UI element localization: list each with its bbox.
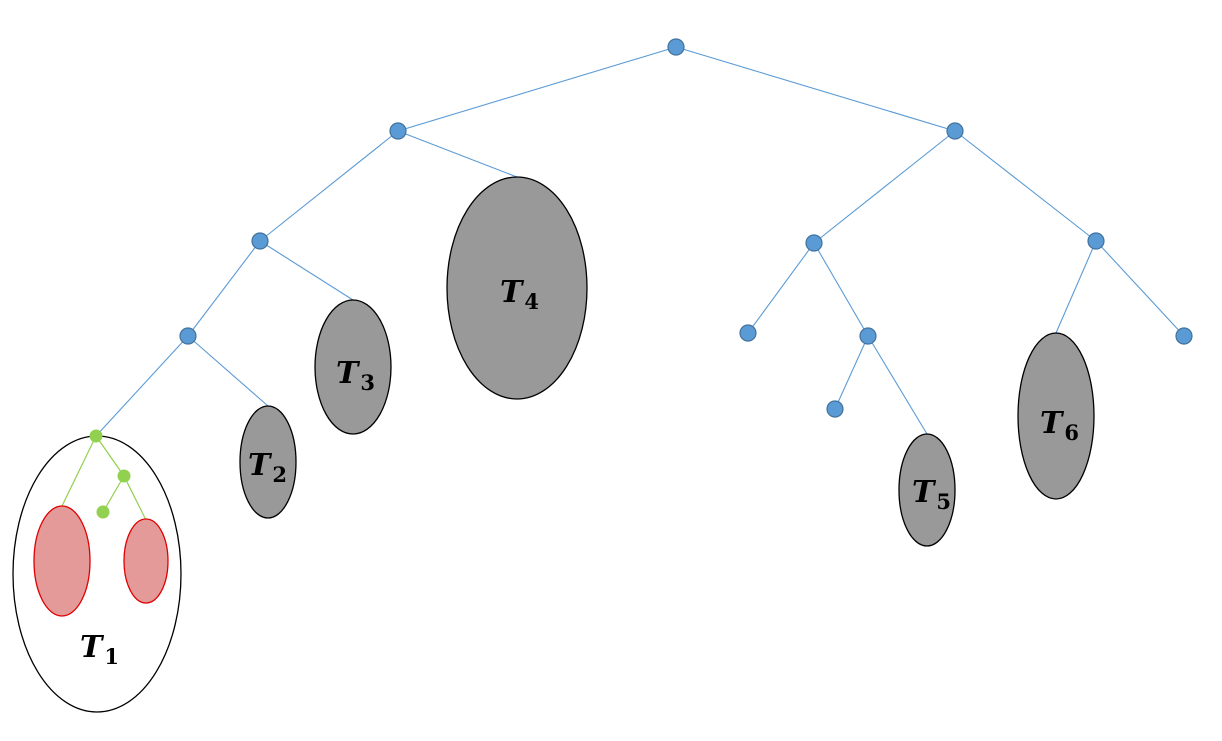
tree-node xyxy=(389,122,407,140)
subtree-t5-label: T5 xyxy=(912,475,951,514)
subtree-t2: T2 xyxy=(239,405,297,519)
tree-node xyxy=(946,122,964,140)
tree-node xyxy=(739,324,757,342)
tree-edges xyxy=(95,46,1185,437)
subtree-t1-label: T1 xyxy=(80,630,119,669)
tree-node xyxy=(667,38,685,56)
inner-node xyxy=(117,469,131,483)
tree-node xyxy=(805,234,823,252)
tree-edge xyxy=(1095,240,1185,337)
subtree-t2-label: T2 xyxy=(248,448,287,487)
tree-node xyxy=(1175,327,1193,345)
tree-edge xyxy=(675,46,956,132)
tree-node xyxy=(826,400,844,418)
subtree-t2-shape xyxy=(239,405,297,519)
inner-edge xyxy=(61,435,97,507)
subtree-t4-label: T4 xyxy=(500,275,539,314)
subtree-t3: T3 xyxy=(314,299,392,435)
subtree-t5: T5 xyxy=(898,433,956,547)
tree-edge xyxy=(187,240,261,337)
tree-edge xyxy=(867,335,928,435)
subtree-t4: T4 xyxy=(446,176,588,400)
tree-edge xyxy=(397,46,677,132)
tree-edge xyxy=(397,130,518,178)
tree-node xyxy=(1087,232,1105,250)
subtree-t6-label: T6 xyxy=(1040,406,1079,445)
red-subtree-left xyxy=(33,505,91,617)
inner-edge xyxy=(95,435,125,477)
subtree-t3-label: T3 xyxy=(336,356,375,395)
inner-edge xyxy=(123,475,147,521)
tree-edge xyxy=(1055,240,1097,334)
inner-node xyxy=(89,429,103,443)
tree-edge xyxy=(259,130,399,242)
tree-edge xyxy=(834,335,869,410)
subtree-t3-shape xyxy=(314,299,392,435)
subtree-t4-shape xyxy=(446,176,588,400)
tree-edge xyxy=(747,242,815,334)
tree-edge xyxy=(259,240,354,301)
red-subtree-right xyxy=(123,518,169,604)
tree-edge xyxy=(813,242,869,337)
tree-edge xyxy=(95,335,189,437)
tree-edge xyxy=(813,130,956,244)
tree-node xyxy=(859,327,877,345)
tree-edge xyxy=(187,335,269,407)
tree-edge xyxy=(954,130,1097,242)
tree-node xyxy=(179,327,197,345)
subtree-t5-shape xyxy=(898,433,956,547)
inner-node xyxy=(96,505,110,519)
subtree-t6-shape xyxy=(1017,332,1095,500)
subtree-t6: T6 xyxy=(1017,332,1095,500)
tree-node xyxy=(251,232,269,250)
inner-edge xyxy=(102,475,125,513)
tree-nodes xyxy=(179,38,1193,418)
subtree-t1: T1 xyxy=(12,429,182,713)
